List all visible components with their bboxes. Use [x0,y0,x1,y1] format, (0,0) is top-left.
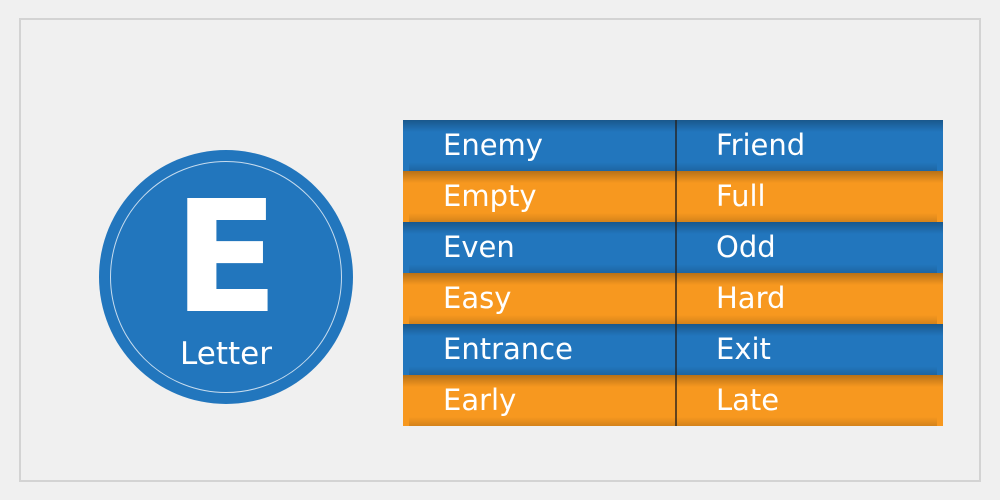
table-row: Enemy Friend [403,120,943,171]
table-row: Even Odd [403,222,943,273]
table-row: Early Late [403,375,943,426]
word-cell: Entrance [443,332,573,366]
opposite-cell: Full [716,179,766,213]
opposite-cell: Odd [716,230,776,264]
table-row: Easy Hard [403,273,943,324]
opposite-cell: Hard [716,281,786,315]
word-cell: Easy [443,281,512,315]
letter-badge: E Letter [99,150,353,404]
word-cell: Empty [443,179,537,213]
letter-badge-glyph: E [173,167,279,348]
table-row: Entrance Exit [403,324,943,375]
letter-badge-caption: Letter [180,336,272,372]
opposite-cell: Exit [716,332,771,366]
word-cell: Even [443,230,515,264]
opposite-cell: Friend [716,128,806,162]
word-cell: Early [443,383,517,417]
opposite-cell: Late [716,383,780,417]
word-cell: Enemy [443,128,543,162]
table-row: Empty Full [403,171,943,222]
